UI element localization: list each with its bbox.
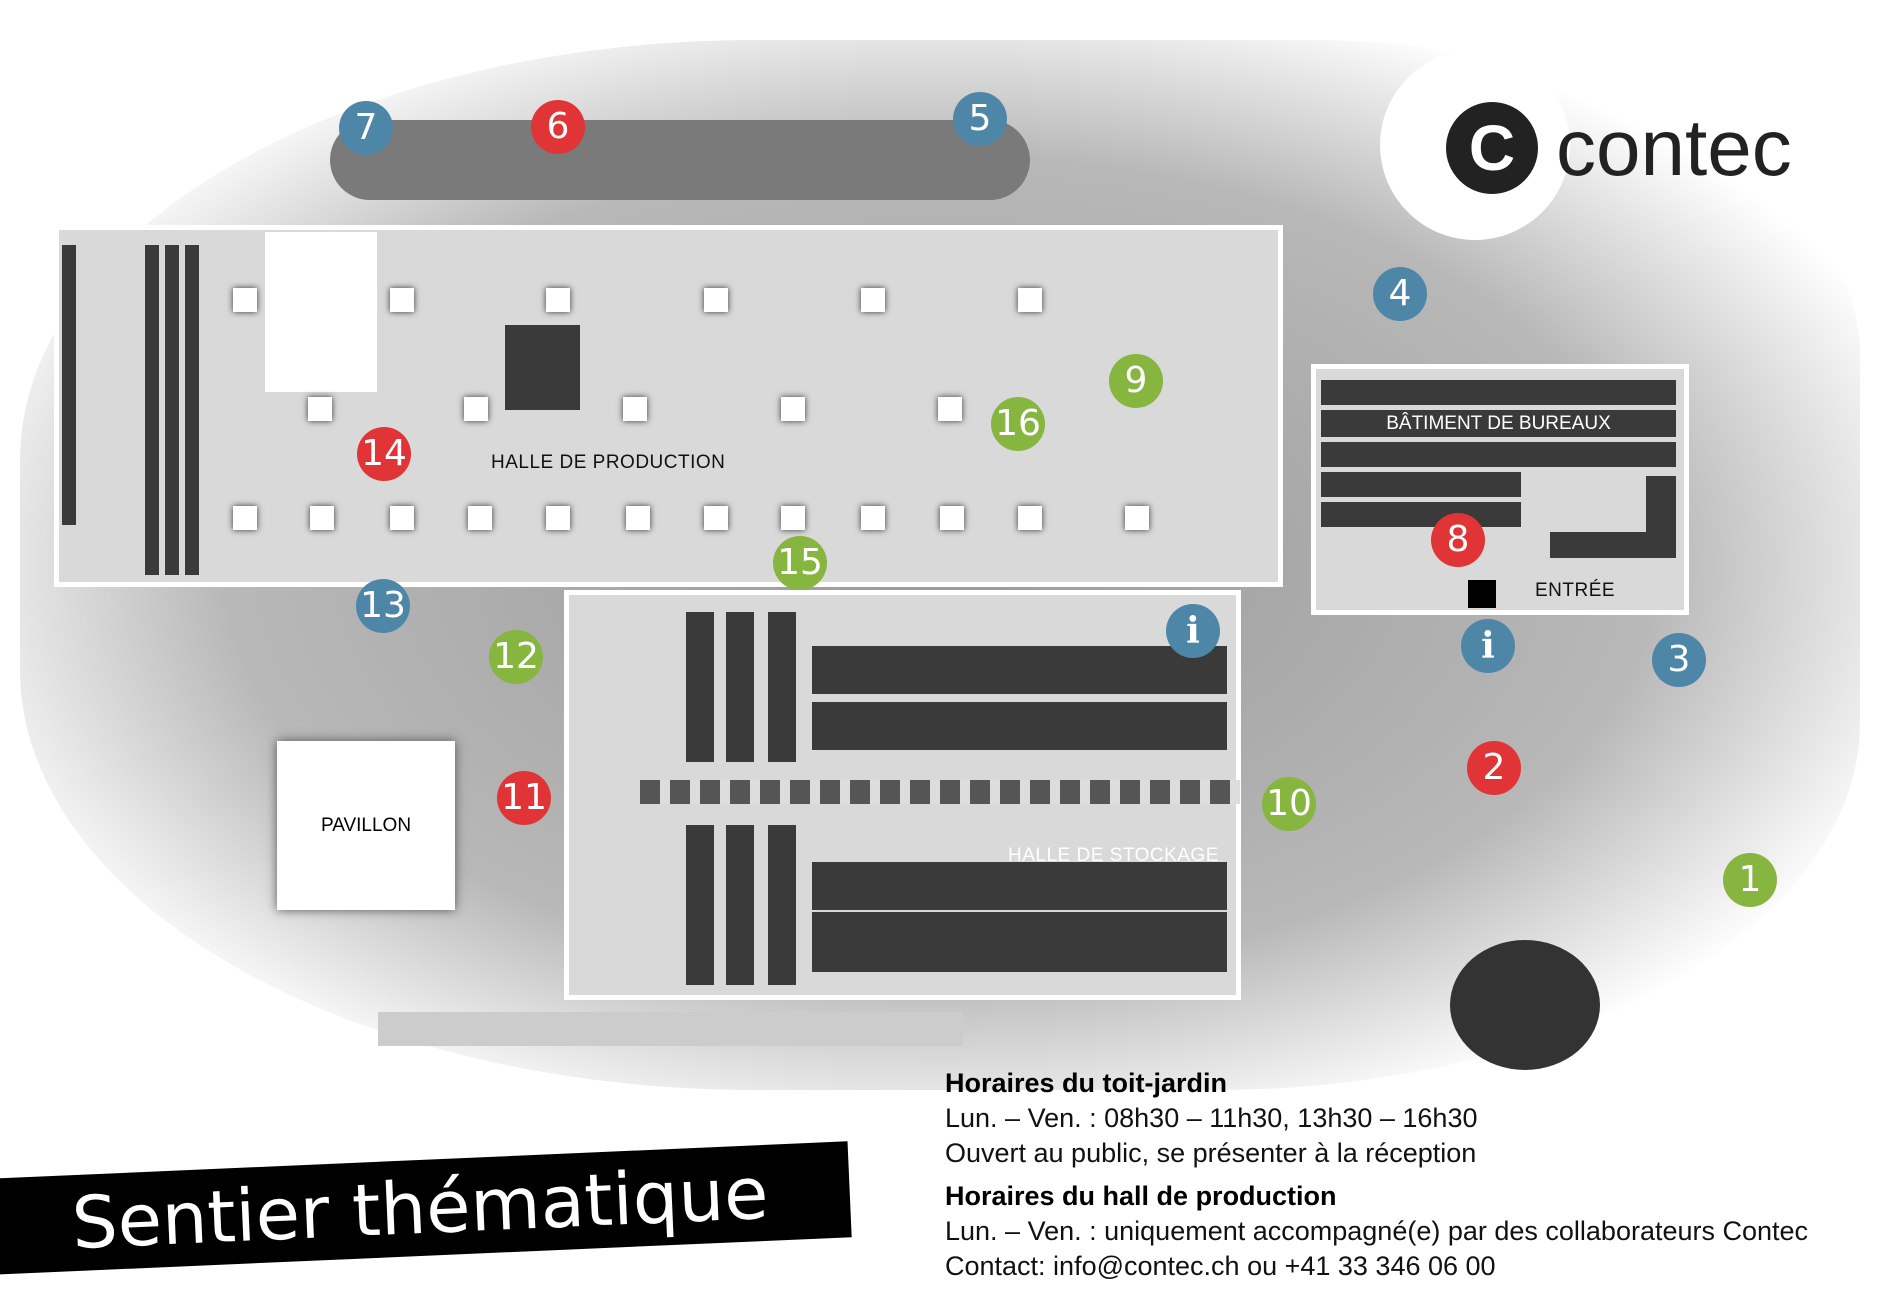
trail-marker-16[interactable]: 16 <box>991 397 1045 451</box>
info-icon[interactable]: i <box>1166 604 1220 658</box>
entrance-door <box>1468 580 1496 608</box>
hall-hours-title: Horaires du hall de production <box>945 1181 1337 1211</box>
storage-rack <box>812 950 1227 972</box>
opening-hours: Horaires du toit-jardin Lun. – Ven. : 08… <box>945 1066 1808 1284</box>
office-row: BÂTIMENT DE BUREAUX <box>1321 410 1676 437</box>
pillar <box>938 397 962 421</box>
storage-column <box>726 825 754 985</box>
contact-info: Contact: info@contec.ch ou +41 33 346 06… <box>945 1251 1496 1281</box>
path <box>378 1012 963 1046</box>
trail-marker-12[interactable]: 12 <box>489 630 543 684</box>
trail-marker-3[interactable]: 3 <box>1652 633 1706 687</box>
trail-marker-8[interactable]: 8 <box>1431 513 1485 567</box>
production-rack <box>185 245 199 575</box>
pillar <box>1018 506 1042 530</box>
pillar <box>1018 288 1042 312</box>
office-row <box>1321 380 1676 405</box>
contec-logo-icon: C <box>1446 102 1538 194</box>
spray-blob <box>1450 940 1600 1070</box>
contec-logo: C contec <box>1446 102 1792 194</box>
pillar <box>623 397 647 421</box>
pillar <box>310 506 334 530</box>
pavilion: PAVILLON <box>277 741 455 910</box>
hall-hours: Lun. – Ven. : uniquement accompagné(e) p… <box>945 1216 1809 1246</box>
trail-marker-6[interactable]: 6 <box>531 100 585 154</box>
pillar <box>1125 506 1149 530</box>
production-rack <box>165 245 179 575</box>
storage-column <box>768 825 796 985</box>
trail-marker-10[interactable]: 10 <box>1262 777 1316 831</box>
info-icon[interactable]: i <box>1461 619 1515 673</box>
trail-marker-1[interactable]: 1 <box>1723 853 1777 907</box>
pillar <box>781 397 805 421</box>
flower-strip <box>640 780 1240 804</box>
pillar <box>390 288 414 312</box>
pillar <box>464 397 488 421</box>
pillar <box>546 288 570 312</box>
production-rack <box>145 245 159 575</box>
roof-note: Ouvert au public, se présenter à la réce… <box>945 1138 1477 1168</box>
office-building <box>1311 364 1689 615</box>
pillar <box>546 506 570 530</box>
machine <box>505 325 580 410</box>
contec-wordmark: contec <box>1556 103 1792 192</box>
production-hall-label: HALLE DE PRODUCTION <box>491 452 726 473</box>
storage-hall-label: HALLE DE STOCKAGE <box>1008 845 1219 866</box>
trail-marker-9[interactable]: 9 <box>1109 354 1163 408</box>
pillar <box>390 506 414 530</box>
production-rack <box>62 245 76 525</box>
trail-marker-7[interactable]: 7 <box>339 101 393 155</box>
office-row <box>1321 442 1676 467</box>
trail-marker-15[interactable]: 15 <box>773 536 827 590</box>
trail-marker-13[interactable]: 13 <box>356 579 410 633</box>
storage-rack <box>812 862 1227 910</box>
trail-marker-2[interactable]: 2 <box>1467 741 1521 795</box>
pillar <box>861 288 885 312</box>
trail-marker-11[interactable]: 11 <box>497 771 551 825</box>
page-title: Sentier thématique <box>70 1150 770 1266</box>
title-banner: Sentier thématique <box>0 1141 852 1275</box>
office-row <box>1321 472 1521 497</box>
trail-marker-4[interactable]: 4 <box>1373 267 1427 321</box>
office-row <box>1321 502 1521 527</box>
production-hall <box>54 225 1283 587</box>
pillar <box>940 506 964 530</box>
pillar <box>626 506 650 530</box>
office-building-label: BÂTIMENT DE BUREAUX <box>1386 412 1611 434</box>
pillar <box>468 506 492 530</box>
office-wall <box>1646 476 1676 556</box>
storage-rack <box>812 646 1227 694</box>
trail-marker-14[interactable]: 14 <box>357 427 411 481</box>
storage-column <box>686 612 714 762</box>
pillar <box>704 288 728 312</box>
pillar <box>861 506 885 530</box>
roof-hours: Lun. – Ven. : 08h30 – 11h30, 13h30 – 16h… <box>945 1103 1478 1133</box>
roof-hours-title: Horaires du toit-jardin <box>945 1068 1228 1098</box>
pillar <box>233 288 257 312</box>
entrance-label: ENTRÉE <box>1535 580 1616 601</box>
storage-rack <box>812 702 1227 750</box>
pillar <box>308 397 332 421</box>
pillar <box>704 506 728 530</box>
storage-column <box>686 825 714 985</box>
pond <box>330 120 1030 200</box>
pillar <box>781 506 805 530</box>
pillar <box>233 506 257 530</box>
trail-marker-5[interactable]: 5 <box>953 92 1007 146</box>
storage-column <box>726 612 754 762</box>
storage-column <box>768 612 796 762</box>
production-room <box>265 232 377 392</box>
pavilion-label: PAVILLON <box>320 814 412 836</box>
